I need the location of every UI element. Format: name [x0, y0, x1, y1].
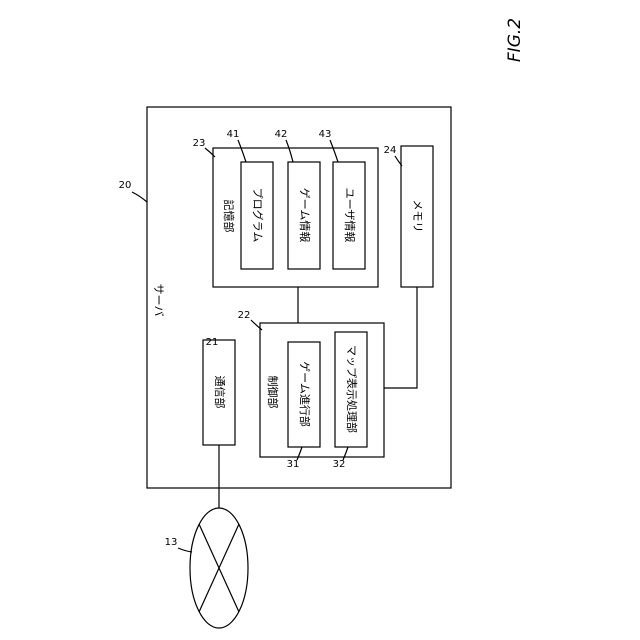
storage-label: 記憶部	[222, 200, 236, 233]
communication-ref: 21	[206, 337, 219, 348]
control-label: 制御部	[266, 376, 280, 409]
network-leader-line	[178, 548, 192, 552]
server-leader-line	[132, 192, 147, 202]
game-progress-ref: 31	[287, 459, 300, 470]
game-info-label: ゲーム情報	[298, 188, 311, 243]
user-info-ref: 43	[319, 129, 332, 140]
server-label: サーバ	[152, 284, 165, 317]
communication-label: 通信部	[213, 376, 227, 409]
user-info-label: ユーザ情報	[343, 188, 356, 243]
server-ref: 20	[119, 180, 132, 191]
program-ref: 41	[227, 129, 240, 140]
figure-title: FIG.2	[505, 18, 525, 62]
map-display-label: マップ表示処理部	[345, 345, 359, 433]
program-label: プログラム	[251, 188, 265, 243]
game-info-ref: 42	[275, 129, 288, 140]
game-progress-label: ゲーム進行部	[298, 361, 312, 427]
memory-ref: 24	[384, 145, 397, 156]
storage-ref: 23	[193, 138, 206, 149]
network-ref: 13	[165, 537, 178, 548]
memory-label: メモリ	[411, 200, 424, 233]
control-ref: 22	[238, 310, 251, 321]
map-display-ref: 32	[333, 459, 346, 470]
